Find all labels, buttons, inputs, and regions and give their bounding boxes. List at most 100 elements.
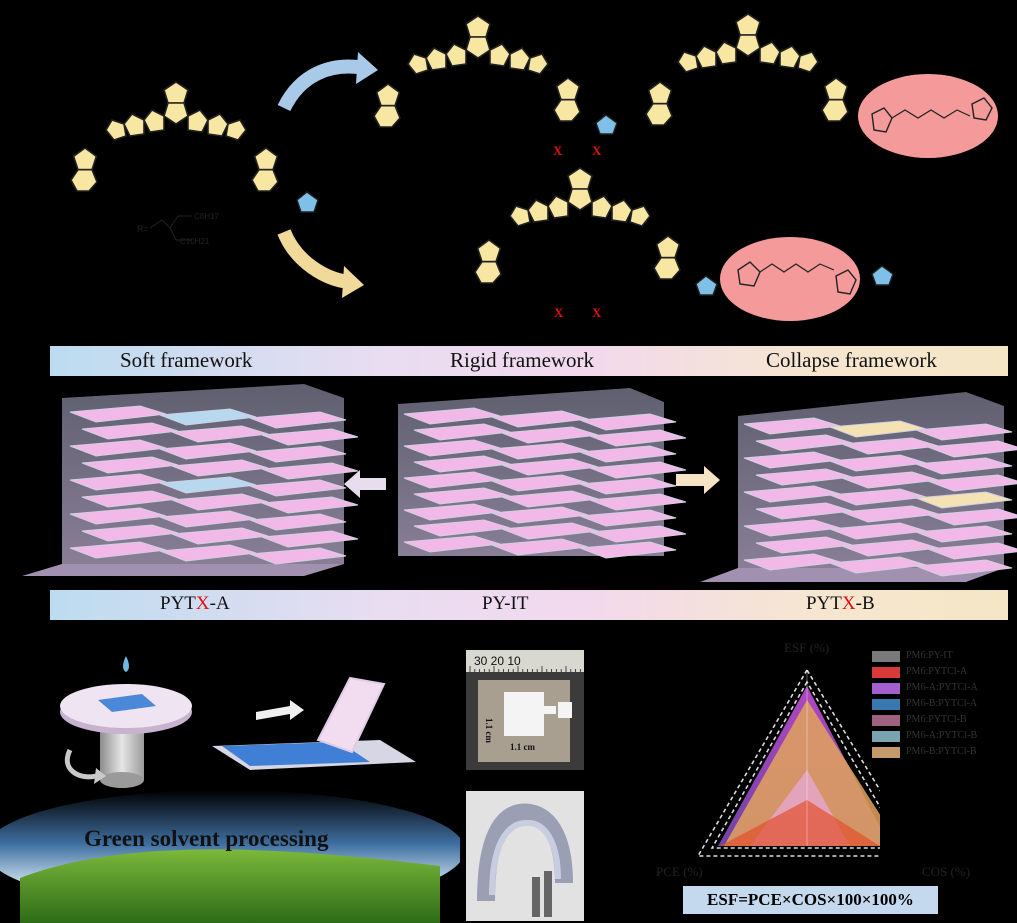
radar-axis-esf: ESF (%): [784, 640, 830, 655]
green-solvent-label: Green solvent processing: [84, 826, 329, 851]
legend-item: PM6:PYTCl-B: [872, 714, 1012, 728]
legend-label: PM6:PYTCl-A: [906, 666, 968, 677]
framework-sheet: [261, 530, 359, 548]
framework-sheet: [915, 491, 1013, 509]
substrate: [98, 694, 156, 712]
legend-item: PM6-B:PYTCl-B: [872, 746, 1012, 760]
halogen-ring: [296, 191, 319, 213]
x-mark: X: [554, 305, 564, 320]
framework-sheet: [249, 445, 347, 463]
legend-label: PM6-B:PYTCl-A: [906, 698, 978, 709]
flexible-device-photo: [466, 791, 584, 921]
device-height-label: 1.1 cm: [484, 718, 494, 743]
blade: [316, 676, 386, 754]
molecule-core: [677, 13, 819, 73]
framework-sheet: [579, 509, 677, 527]
framework-sheet: [579, 413, 677, 431]
linker-highlight: [720, 237, 860, 321]
solution-drop: [123, 656, 129, 672]
ruler-numbers: 30 20 10: [474, 654, 521, 668]
material-band: PYTX-A PY-IT PYTX-B: [50, 590, 1008, 620]
radar-grid-outer: [696, 668, 880, 857]
grass-field: [20, 849, 440, 923]
clip: [532, 877, 540, 917]
legend-label: PM6-A:PYTCl-B: [906, 730, 978, 741]
legend-swatch: [872, 731, 900, 742]
molecular-scheme: R= C8H17 C10H21 X X X X: [70, 13, 998, 321]
legend-label: PM6:PYTCl-B: [906, 714, 967, 725]
radar-series-fill-orange: [724, 700, 880, 846]
framework-sheet: [261, 496, 359, 514]
framework-sheet: [261, 462, 359, 480]
electrode-area: [504, 692, 544, 736]
legend-item: PM6:PY-IT: [872, 650, 1012, 664]
framework-band: Soft framework Rigid framework Collapse …: [50, 346, 1008, 376]
halogen-ring: [871, 265, 894, 286]
molecule-end-group: [373, 83, 401, 128]
molecule-end-group: [645, 81, 673, 126]
framework-sheet: [927, 508, 1017, 526]
framework-sheet: [915, 457, 1013, 475]
r-label: R=: [137, 224, 149, 234]
framework-sheet: [261, 428, 359, 446]
alkyl-chain: [149, 215, 192, 241]
legend-item: PM6-B:PYTCl-A: [872, 698, 1012, 712]
framework-sheet: [579, 541, 677, 559]
legend-label: PM6-B:PYTCl-B: [906, 746, 977, 757]
arrow-to-collapse: [676, 466, 720, 494]
radar-axis-cos: COS (%): [922, 864, 971, 879]
flexible-film: [477, 803, 573, 902]
legend-item: PM6:PYTCl-A: [872, 666, 1012, 680]
molecule-end-group: [553, 77, 581, 122]
framework-sheet: [249, 547, 347, 565]
halogen-ring: [695, 275, 718, 296]
halogen-ring: [595, 114, 618, 135]
collapse-framework-sheets: [743, 417, 1017, 577]
legend-swatch: [872, 667, 900, 678]
framework-sheet: [589, 461, 687, 479]
legend-item: PM6-A:PYTCl-B: [872, 730, 1012, 744]
framework-sheet: [249, 513, 347, 531]
molecule-core-left: [105, 81, 247, 141]
blade-direction-arrow: [256, 700, 304, 720]
framework-boxes: [22, 384, 1017, 582]
x-mark: X: [592, 305, 602, 320]
framework-sheet: [915, 423, 1013, 441]
legend-item: PM6-A:PYTCl-A: [872, 682, 1012, 696]
arrow-to-soft: [344, 470, 386, 498]
molecule-core: [407, 15, 549, 75]
framework-sheet: [589, 525, 687, 543]
legend-swatch: [872, 683, 900, 694]
rigid-framework-sheets: [403, 407, 687, 559]
collapse-framework-label: Collapse framework: [766, 348, 937, 372]
arrow-up: [277, 59, 367, 112]
pytx-a-label: PYTX-A: [160, 593, 230, 614]
arrow-down: [277, 229, 351, 289]
radar-axis-pce: PCE (%): [656, 864, 703, 879]
blade-film: [222, 742, 370, 766]
py-it-label: PY-IT: [482, 593, 529, 614]
arrow-down-head: [342, 266, 364, 298]
legend-label: PM6:PY-IT: [906, 650, 953, 661]
radar-grid-inner: [710, 680, 880, 849]
x-mark: X: [592, 143, 602, 158]
framework-sheet: [927, 542, 1017, 560]
molecule-end-group: [821, 77, 849, 122]
legend-swatch: [872, 747, 900, 758]
esf-formula: ESF=PCE×COS×100×100%: [683, 886, 938, 914]
framework-sheet: [589, 429, 687, 447]
linker-highlight: [858, 74, 998, 158]
arrow-up-head: [356, 52, 378, 84]
soft-framework-sheets: [69, 405, 359, 565]
framework-sheet: [249, 411, 347, 429]
legend-label: PM6-A:PYTCl-A: [906, 682, 978, 693]
alkyl-linker: [891, 109, 971, 119]
device-width-label: 1.1 cm: [510, 742, 535, 752]
molecule-end-group: [474, 239, 502, 284]
esf-radar-chart: [696, 668, 880, 857]
framework-sheet: [927, 474, 1017, 492]
framework-sheet: [927, 440, 1017, 458]
molecule-end-group: [70, 147, 98, 192]
soft-framework-label: Soft framework: [120, 348, 253, 372]
processing-illustration: [0, 656, 460, 923]
